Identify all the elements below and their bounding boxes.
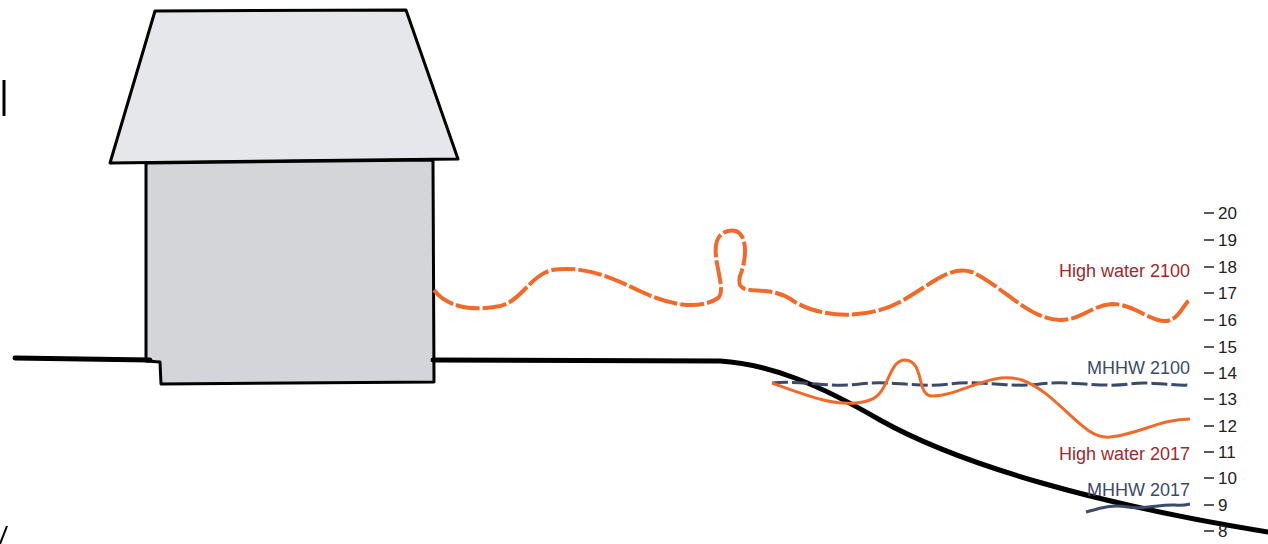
level-label: High water 2017 bbox=[1059, 445, 1190, 463]
scale-number: 10 bbox=[1218, 470, 1237, 487]
ground-line bbox=[15, 358, 1268, 532]
level-label: MHHW 2017 bbox=[1087, 481, 1190, 499]
scale-number: 16 bbox=[1218, 312, 1237, 329]
scale-number: 13 bbox=[1218, 391, 1237, 408]
scale-number: 15 bbox=[1218, 339, 1237, 356]
level-label: MHHW 2100 bbox=[1087, 359, 1190, 377]
scale-ticks bbox=[1204, 213, 1214, 531]
scale-number: 17 bbox=[1218, 285, 1237, 302]
scale-number: 12 bbox=[1218, 418, 1237, 435]
tide-line bbox=[1086, 504, 1190, 512]
scale-number: 14 bbox=[1218, 365, 1237, 382]
scale-number: 8 bbox=[1218, 523, 1227, 540]
house-roof bbox=[110, 10, 458, 163]
scale-number: 19 bbox=[1218, 232, 1237, 249]
flood-line bbox=[434, 230, 1190, 321]
scale-number: 20 bbox=[1218, 205, 1237, 222]
flood-line bbox=[772, 360, 1190, 437]
edge-mark bbox=[0, 526, 7, 544]
edge-mark bbox=[3, 80, 6, 116]
scale-number: 18 bbox=[1218, 259, 1237, 276]
scale-number: 11 bbox=[1218, 444, 1236, 461]
scale-number: 9 bbox=[1218, 497, 1227, 514]
level-label: High water 2100 bbox=[1059, 262, 1190, 280]
house-wall bbox=[146, 160, 434, 384]
